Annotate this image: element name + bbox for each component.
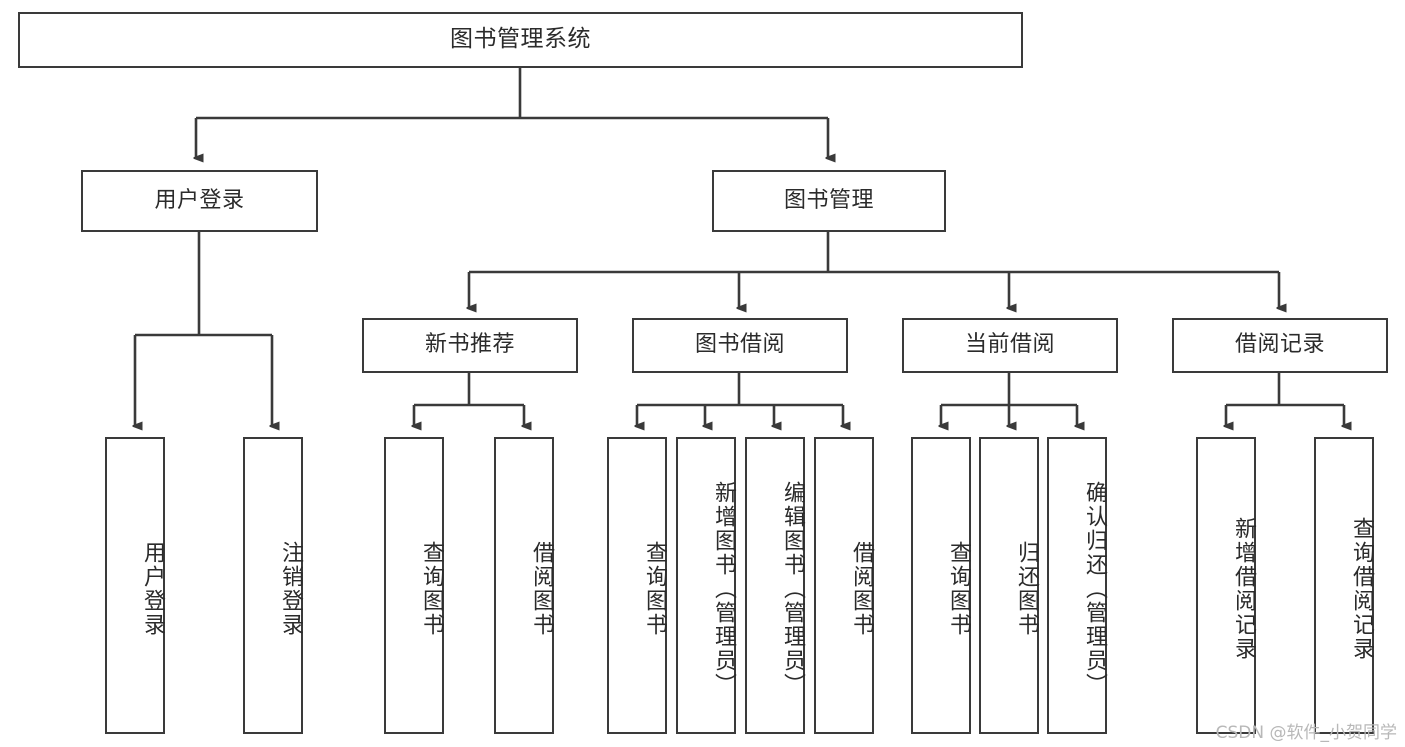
leaf-label: 查询借阅记录 xyxy=(1349,516,1374,661)
node-borrow-record[interactable]: 借阅记录 xyxy=(1172,318,1388,373)
node-current-borrow[interactable]: 当前借阅 xyxy=(902,318,1118,373)
node-root-system[interactable]: 图书管理系统 xyxy=(18,12,1023,68)
node-book-borrow[interactable]: 图书借阅 xyxy=(632,318,848,373)
leaf-label: 确认归还（管理员） xyxy=(1082,480,1107,697)
leaf-book-borrow-borrow[interactable]: 借阅图书 xyxy=(814,437,874,734)
leaf-label: 归还图书 xyxy=(1014,540,1039,637)
leaf-label: 查询图书 xyxy=(946,540,971,637)
node-new-book-recommend[interactable]: 新书推荐 xyxy=(362,318,578,373)
leaf-user-login-login[interactable]: 用户登录 xyxy=(105,437,165,734)
leaf-user-login-logout[interactable]: 注销登录 xyxy=(243,437,303,734)
node-book-manage[interactable]: 图书管理 xyxy=(712,170,946,232)
leaf-book-borrow-edit[interactable]: 编辑图书（管理员） xyxy=(745,437,805,734)
leaf-label: 用户登录 xyxy=(140,540,165,637)
leaf-borrow-record-add[interactable]: 新增借阅记录 xyxy=(1196,437,1256,734)
leaf-label: 查询图书 xyxy=(642,540,667,637)
leaf-current-borrow-query[interactable]: 查询图书 xyxy=(911,437,971,734)
leaf-label: 查询图书 xyxy=(419,540,444,637)
leaf-label: 注销登录 xyxy=(278,540,303,637)
leaf-label: 新增借阅记录 xyxy=(1231,516,1256,661)
leaf-label: 编辑图书（管理员） xyxy=(780,480,805,697)
leaf-book-borrow-add[interactable]: 新增图书（管理员） xyxy=(676,437,736,734)
leaf-label: 借阅图书 xyxy=(529,540,554,637)
leaf-borrow-record-query[interactable]: 查询借阅记录 xyxy=(1314,437,1374,734)
leaf-label: 借阅图书 xyxy=(849,540,874,637)
leaf-book-borrow-query[interactable]: 查询图书 xyxy=(607,437,667,734)
leaf-new-book-borrow[interactable]: 借阅图书 xyxy=(494,437,554,734)
leaf-current-borrow-return[interactable]: 归还图书 xyxy=(979,437,1039,734)
node-user-login[interactable]: 用户登录 xyxy=(81,170,318,232)
leaf-current-borrow-confirm[interactable]: 确认归还（管理员） xyxy=(1047,437,1107,734)
leaf-label: 新增图书（管理员） xyxy=(711,480,736,697)
leaf-new-book-query[interactable]: 查询图书 xyxy=(384,437,444,734)
